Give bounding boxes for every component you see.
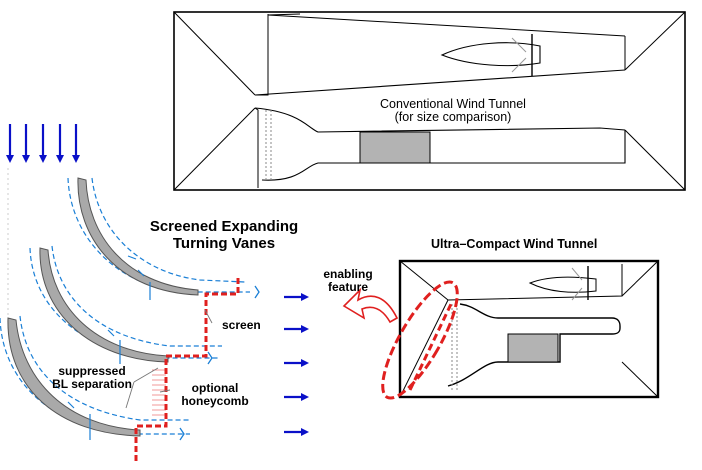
compact-screen-line (408, 301, 454, 391)
vane-blade (7, 317, 141, 437)
incoming-flow-arrows (6, 124, 80, 163)
corner-line (399, 299, 449, 398)
suppressed-bl-label: suppressed BL separation (40, 364, 144, 392)
turning-vane-2 (29, 245, 222, 364)
fan-nacelle (440, 42, 541, 67)
enabling-feature-label: enabling feature (316, 267, 380, 295)
enabling-arrow (342, 287, 399, 324)
suppressed-line2: BL separation (52, 377, 132, 392)
honeycomb-label: optional honeycomb (172, 381, 258, 409)
lower-duct-wall (254, 107, 259, 188)
vane-boundary (19, 315, 190, 421)
enabling-feature-highlight (381, 280, 459, 400)
suppressed-line1: suppressed (58, 364, 126, 378)
vane-boundary (91, 177, 246, 283)
leader-lines (125, 309, 213, 409)
upper-duct-wall (447, 264, 623, 301)
test-section (359, 131, 431, 164)
fan-blade (511, 37, 527, 73)
vanes-title-line2: Turning Vanes (172, 234, 276, 252)
vane-boundary (67, 401, 91, 440)
vane-boundary (51, 245, 222, 347)
conventional-title: Conventional Wind Tunnel (380, 97, 526, 111)
corner-line (621, 260, 659, 297)
vane-blade (77, 177, 199, 296)
screen-line (134, 278, 240, 462)
compact-outline (398, 259, 660, 399)
fan-blade (571, 267, 583, 301)
optional-line2: honeycomb (181, 394, 249, 409)
ultra-compact-wind-tunnel (381, 259, 660, 400)
enabling-line1: enabling (323, 267, 373, 281)
corner-line (173, 11, 256, 96)
compact-title: Ultra–Compact Wind Tunnel (431, 237, 598, 251)
enabling-line2: feature (327, 280, 368, 295)
turning-vane-1 (67, 177, 250, 300)
upper-duct-wall (254, 69, 626, 96)
outflow-arrows (284, 293, 309, 436)
corner-line (624, 129, 686, 191)
optional-line1: optional (191, 381, 239, 395)
turning-vane-3 (0, 315, 190, 440)
honeycomb-hatch (152, 369, 166, 416)
fan-nacelle (528, 276, 597, 293)
vanes-title: Screened Expanding Turning Vanes (148, 218, 300, 252)
inner-duct (447, 303, 621, 387)
conventional-subtitle: (for size comparison) (395, 110, 512, 124)
corner-line (621, 361, 659, 398)
upper-duct-wall (267, 14, 626, 37)
corner-line (173, 107, 256, 191)
lower-duct-wall (261, 130, 626, 181)
exit-markers (179, 285, 260, 441)
corner-line (624, 11, 686, 71)
vane-blade (39, 247, 169, 363)
screen-label: screen (222, 318, 261, 332)
vane-boundary (127, 255, 151, 300)
vanes-title-line1: Screened Expanding (149, 218, 299, 235)
vane-boundary (107, 329, 121, 364)
upper-duct-wall (399, 260, 449, 301)
test-section (507, 333, 559, 363)
conventional-wind-tunnel (173, 11, 686, 191)
